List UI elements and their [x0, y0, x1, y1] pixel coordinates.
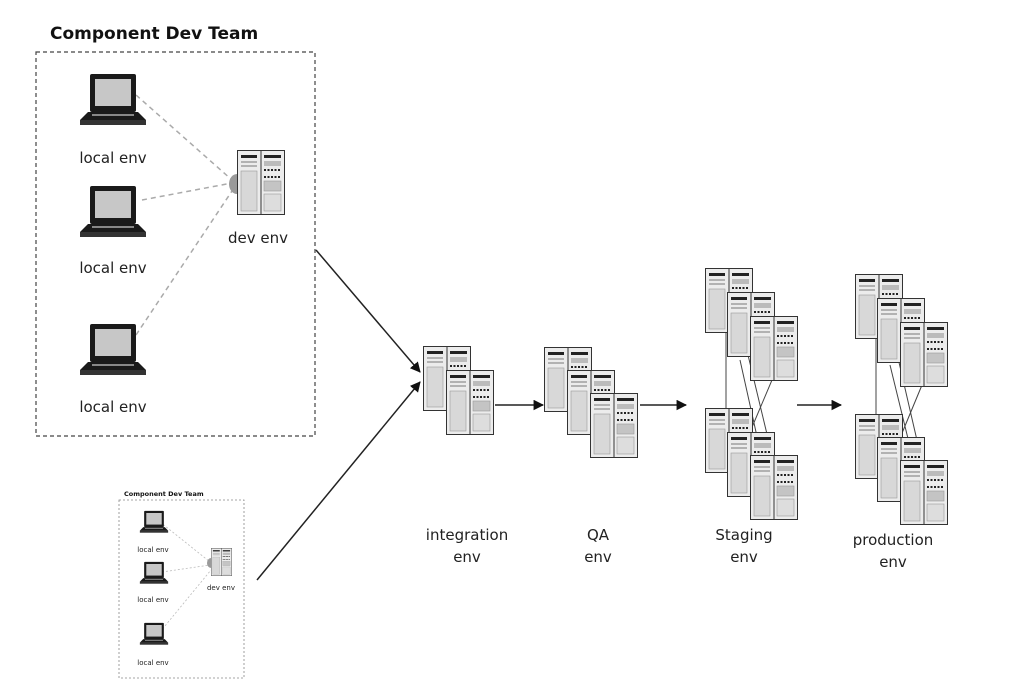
server-tower-icon	[750, 455, 798, 520]
connector-local-2-dev	[141, 182, 233, 201]
connector-local-3-dev	[135, 187, 235, 336]
stage-label-line: Staging	[715, 526, 772, 544]
laptop-icon	[139, 561, 169, 584]
laptop-icon	[139, 510, 169, 533]
stage-label-line: env	[730, 548, 758, 566]
mini-connector	[159, 521, 211, 563]
local-env-label: local env	[79, 398, 146, 416]
local-env-label: local env	[79, 259, 146, 277]
laptop-icon	[80, 74, 146, 125]
mini-dev-env-label: dev env	[207, 584, 235, 592]
team-title: Component Dev Team	[50, 24, 258, 44]
laptop-icon	[80, 186, 146, 237]
connector-local-1-dev	[135, 94, 233, 181]
stage-label-line: env	[453, 548, 481, 566]
arrow-mini-team-to-integration	[256, 381, 421, 581]
mini-local-env-label: local env	[137, 596, 168, 604]
mini-hub-icon	[207, 558, 211, 568]
connection-hub-icon	[229, 174, 237, 194]
staging-env-cluster: Staging env	[705, 268, 798, 566]
qa-env-cluster: QA env	[544, 347, 638, 566]
local-env-label: local env	[79, 149, 146, 167]
mini-connector	[159, 569, 212, 633]
mini-component-dev-team-group: Component Dev Team local env local env l…	[118, 490, 245, 679]
arrow-team-to-integration	[315, 249, 421, 373]
cluster-link	[749, 379, 773, 433]
stage-label-line: env	[879, 553, 907, 571]
mini-team-boundary-box	[118, 499, 245, 679]
laptop-icon	[139, 622, 169, 645]
mini-team-title: Component Dev Team	[124, 490, 204, 498]
server-tower-icon	[237, 150, 285, 215]
server-tower-icon	[446, 370, 494, 435]
laptop-icon	[80, 324, 146, 375]
component-dev-team-group: Component Dev Team local env local env l…	[35, 24, 316, 437]
server-tower-icon	[590, 393, 638, 458]
stage-label-line: QA	[587, 526, 610, 544]
cluster-link	[899, 384, 923, 439]
team-boundary-box	[35, 51, 316, 437]
server-tower-icon	[750, 316, 798, 381]
server-tower-icon	[211, 548, 232, 576]
integration-env-cluster: integration env	[423, 346, 508, 566]
production-env-cluster: production env	[853, 274, 948, 571]
dev-env-label: dev env	[228, 229, 288, 247]
mini-connector	[161, 564, 211, 573]
mini-local-env-label: local env	[137, 546, 168, 554]
stage-label-line: integration	[426, 526, 508, 544]
server-tower-icon	[900, 460, 948, 525]
server-tower-icon	[900, 322, 948, 387]
mini-local-env-label: local env	[137, 659, 168, 667]
stage-label-line: env	[584, 548, 612, 566]
stage-label-line: production	[853, 531, 934, 549]
